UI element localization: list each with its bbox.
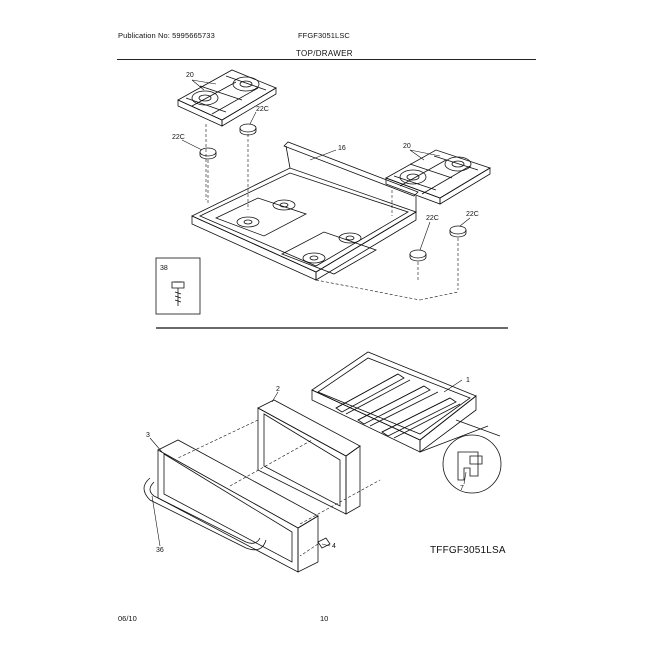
callout-slide: 7: [460, 485, 464, 492]
footer-date: 06/10: [118, 614, 137, 623]
callout-cap-c: 22C: [426, 215, 439, 222]
callout-drawer-panel: 2: [276, 386, 280, 393]
drawer-inner-panel: [257, 399, 361, 515]
model-number: FFGF3051LSC: [298, 31, 350, 40]
callout-cap-d: 22C: [466, 211, 479, 218]
callout-screw: 38: [160, 265, 168, 272]
callout-grate-right: 20: [403, 143, 411, 150]
callout-drawer-body: 1: [466, 377, 470, 384]
screw-inset: [155, 257, 201, 315]
slide-inset: [442, 434, 502, 494]
callout-cooktop: 16: [338, 145, 346, 152]
callout-handle: 36: [156, 547, 164, 554]
burner-cap-b: [199, 147, 217, 160]
burner-grate-right: [385, 149, 491, 205]
burner-cap-a: [239, 123, 257, 136]
reference-code: TFFGF3051LSA: [430, 545, 506, 556]
drawer-handle: [143, 477, 267, 551]
section-title: TOP/DRAWER: [296, 49, 353, 58]
callout-drawer-front: 3: [146, 432, 150, 439]
drawer-body: [311, 351, 501, 453]
callout-cap-b: 22C: [172, 134, 185, 141]
leader-lines: [149, 79, 471, 547]
burner-cap-d: [449, 225, 467, 238]
assembly-guides-bottom: [177, 419, 381, 557]
drawer-front: [157, 439, 319, 573]
header-rule: [117, 59, 536, 60]
burner-grate-left: [177, 69, 277, 127]
clip-part: [317, 537, 331, 549]
callout-grate-left: 20: [186, 72, 194, 79]
callout-clip: 4: [332, 543, 336, 550]
publication-number: Publication No: 5995665733: [118, 31, 215, 40]
assembly-guides-top: [205, 124, 459, 301]
cooktop-main-top: [191, 141, 419, 281]
burner-cap-c: [409, 249, 427, 262]
callout-cap-a: 22C: [256, 106, 269, 113]
footer-page-number: 10: [320, 614, 329, 623]
